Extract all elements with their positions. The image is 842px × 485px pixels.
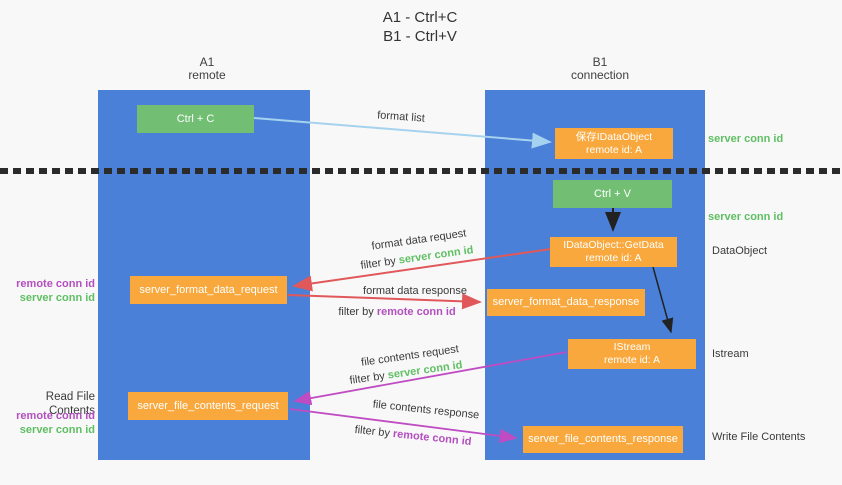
filter-by-remote-conn-id-label-1: filter by remote conn id [338, 306, 455, 318]
lane-header-a1: A1 remote [147, 56, 267, 82]
filter-by-text: filter by [338, 306, 374, 318]
server-conn-id-right-1: server conn id [708, 133, 784, 145]
ctrl-v-box: Ctrl + V [553, 180, 672, 208]
ctrl-c-label: Ctrl + C [176, 112, 215, 125]
remote-conn-id-left-2: remote conn id [16, 410, 95, 422]
save-idataobject-box: 保存IDataObject remote id: A [555, 128, 673, 159]
remote-conn-id-text: remote conn id [392, 427, 472, 449]
server-conn-id-right-2: server conn id [708, 211, 784, 223]
file-contents-response-label: file contents response [372, 398, 480, 422]
dataobject-label: DataObject [712, 245, 768, 257]
title-line-2: B1 - Ctrl+V [383, 28, 457, 45]
idataobject-getdata-box: IDataObject::GetData remote id: A [550, 237, 677, 267]
getdata-line2: remote id: A [585, 252, 642, 264]
filter-by-text: filter by [348, 370, 386, 387]
server-format-data-request-box: server_format_data_request [130, 276, 287, 304]
ctrl-v-label: Ctrl + V [594, 187, 631, 200]
server-conn-id-left-1: server conn id [19, 292, 95, 304]
filter-by-remote-conn-id-label-2: filter by remote conn id [354, 424, 472, 448]
server-conn-id-text: server conn id [398, 244, 475, 267]
dashed-separator-line [0, 168, 842, 174]
filter-by-text: filter by [359, 255, 397, 272]
server-format-data-response-label: server_format_data_response [492, 296, 640, 308]
lane-b1-name: B1 [592, 55, 608, 69]
istream-line1: IStream [613, 341, 651, 353]
lane-a1-name: A1 [199, 55, 215, 69]
title-line-1: A1 - Ctrl+C [382, 9, 458, 26]
istream-side-label: Istream [712, 348, 749, 360]
istream-box: IStream remote id: A [568, 339, 696, 369]
lane-header-b1: B1 connection [540, 56, 660, 82]
filter-by-text: filter by [354, 423, 391, 440]
format-list-label: format list [376, 109, 426, 125]
istream-line2: remote id: A [603, 354, 661, 366]
conn-id-left-block-2: remote conn id server conn id [0, 409, 95, 437]
read-file-contents-label: Read File Contents [45, 391, 95, 417]
conn-id-left-block-1: remote conn id server conn id [0, 277, 95, 305]
server-file-contents-response-label: server_file_contents_response [528, 433, 678, 445]
server-file-contents-response-box: server_file_contents_response [523, 426, 683, 453]
write-file-contents-label: Write File Contents [712, 431, 806, 443]
remote-conn-id-text: remote conn id [376, 306, 456, 318]
server-file-contents-request-label: server_file_contents_request [137, 399, 279, 412]
save-idataobject-line2: remote id: A [585, 143, 643, 156]
format-data-response-label: format data response [363, 285, 467, 297]
server-format-data-response-box: server_format_data_response [487, 289, 645, 316]
server-conn-id-left-2: server conn id [19, 424, 95, 436]
save-idataobject-line1: 保存IDataObject [575, 130, 653, 143]
ctrl-c-box: Ctrl + C [137, 105, 254, 133]
server-file-contents-request-box: server_file_contents_request [128, 392, 288, 420]
getdata-line1: IDataObject::GetData [563, 239, 664, 251]
remote-conn-id-left-1: remote conn id [16, 278, 95, 290]
lane-a1-role: remote [188, 68, 226, 82]
server-format-data-request-label: server_format_data_request [139, 283, 278, 296]
lane-b1-role: connection [570, 68, 630, 82]
diagram-title: A1 - Ctrl+C B1 - Ctrl+V [320, 8, 520, 46]
